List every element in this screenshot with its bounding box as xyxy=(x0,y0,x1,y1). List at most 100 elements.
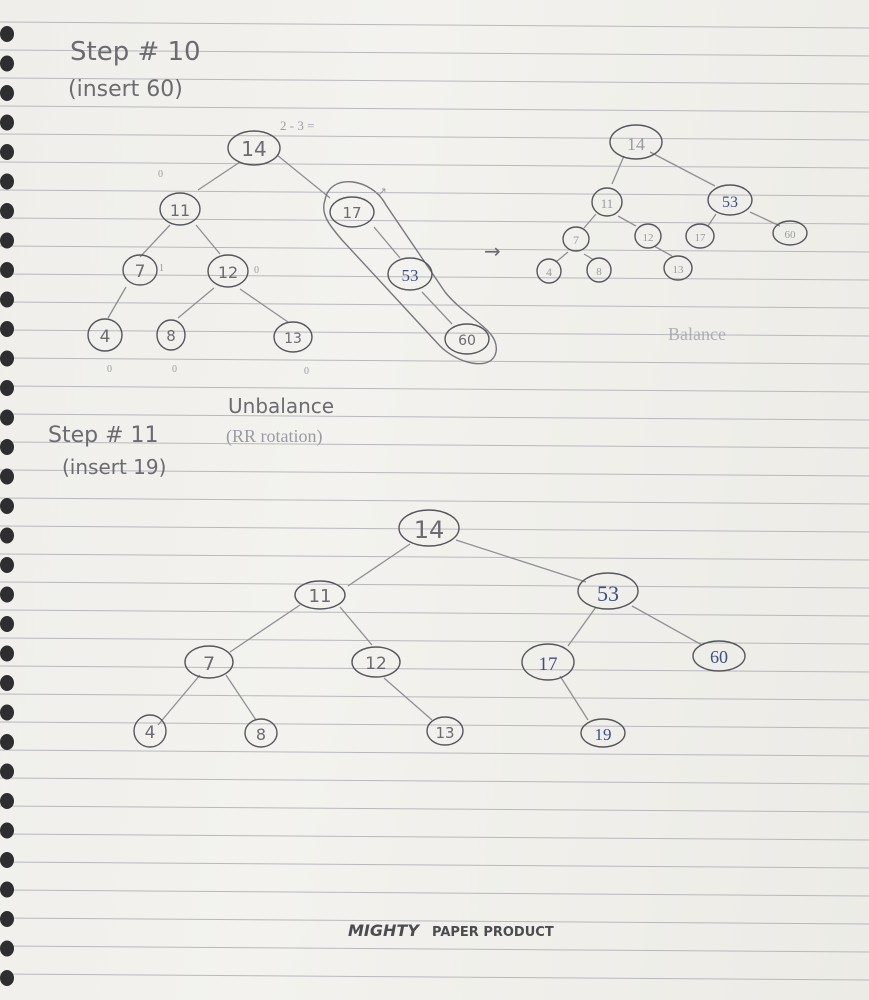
rule-line xyxy=(0,609,869,617)
rule-line xyxy=(0,581,869,589)
node-label: 14 xyxy=(241,137,266,161)
balanced-tree-node: 60 xyxy=(772,220,808,246)
node-label: 11 xyxy=(601,196,614,211)
node-label: 8 xyxy=(166,327,176,345)
node-label: 7 xyxy=(203,653,215,675)
spiral-binding xyxy=(0,26,14,986)
node-label: 60 xyxy=(785,229,797,241)
node-label: 12 xyxy=(218,263,238,282)
rule-line xyxy=(0,637,869,645)
spiral-ring xyxy=(0,527,14,544)
node-label: 53 xyxy=(597,581,619,606)
node-label: 60 xyxy=(710,647,728,667)
node-label: 4 xyxy=(100,327,111,347)
balance-factor: 1 xyxy=(159,263,164,274)
node-label: 7 xyxy=(573,233,579,247)
rotation-loop xyxy=(323,180,497,365)
spiral-ring xyxy=(0,881,14,898)
step11-tree-node: 19 xyxy=(580,718,626,748)
rule-line xyxy=(0,889,869,897)
spiral-ring xyxy=(0,262,14,278)
spiral-ring xyxy=(0,586,14,603)
node-label: 4 xyxy=(546,265,552,279)
balance-factor: 0 xyxy=(107,364,112,375)
step11-tree-node: 4 xyxy=(133,714,167,748)
spiral-ring xyxy=(0,911,14,927)
spiral-ring xyxy=(0,793,14,809)
spiral-ring xyxy=(0,380,14,396)
rule-line xyxy=(0,833,869,841)
spiral-ring xyxy=(0,675,14,691)
node-label: 14 xyxy=(414,516,445,544)
balance-factor: 0 xyxy=(158,169,163,180)
transform-arrow: → xyxy=(484,239,501,263)
spiral-ring xyxy=(0,232,14,249)
rule-line xyxy=(0,357,869,365)
unbalanced-tree-node: 8 xyxy=(156,319,186,351)
unbalanced-tree-node: 11 xyxy=(159,192,201,226)
step11-tree-node: 60 xyxy=(692,640,746,672)
spiral-ring xyxy=(0,498,14,514)
rule-line xyxy=(0,917,869,925)
unbalanced-tree-node: 60 xyxy=(444,323,490,355)
step11-tree-node: 7 xyxy=(184,645,234,679)
spiral-ring xyxy=(0,26,14,42)
rule-line xyxy=(0,973,869,981)
spiral-ring xyxy=(0,970,14,986)
node-label: 12 xyxy=(643,232,654,244)
node-label: 19 xyxy=(595,725,612,744)
step11-tree-edges xyxy=(157,539,703,726)
rule-line xyxy=(0,385,869,393)
node-label: 8 xyxy=(596,266,602,278)
node-label: 53 xyxy=(402,266,419,285)
rule-line xyxy=(0,133,869,141)
brand-rest: PAPER PRODUCT xyxy=(432,925,554,940)
step11-tree-node: 11 xyxy=(294,580,346,610)
balanced-tree-edges xyxy=(555,151,781,263)
balance-factor: 0 xyxy=(172,364,177,375)
node-label: 60 xyxy=(458,333,476,349)
node-label: 17 xyxy=(539,654,558,675)
step11-tree-node: 12 xyxy=(351,646,401,678)
node-label: 17 xyxy=(342,204,361,222)
balanced-tree-node: 12 xyxy=(634,223,662,249)
rule-line xyxy=(0,189,869,197)
spiral-ring xyxy=(0,409,14,426)
node-label: 53 xyxy=(722,194,738,211)
balance-calculation: 2 - 3 = xyxy=(280,118,314,133)
rule-line xyxy=(0,77,869,85)
rule-line xyxy=(0,441,869,449)
node-label: 13 xyxy=(284,331,302,347)
spiral-ring xyxy=(0,645,14,662)
balance-factors: 0 1 0 0 0 0 xyxy=(107,169,309,377)
rule-line xyxy=(0,553,869,561)
spiral-ring xyxy=(0,321,14,337)
spiral-ring xyxy=(0,468,14,485)
rule-line xyxy=(0,945,869,953)
spiral-ring xyxy=(0,734,14,750)
paper-brand: MIGHTY PAPER PRODUCT xyxy=(348,921,554,940)
spiral-ring xyxy=(0,940,14,957)
node-label: 12 xyxy=(365,654,387,674)
node-label: 11 xyxy=(170,201,190,220)
rule-line xyxy=(0,777,869,785)
step11-tree-node: 8 xyxy=(244,718,278,748)
unbalance-note: Unbalance xyxy=(228,394,334,418)
spiral-ring xyxy=(0,439,14,455)
node-label: 14 xyxy=(627,134,645,154)
step11-tree-node: 13 xyxy=(426,716,464,746)
spiral-ring xyxy=(0,203,14,219)
rule-line xyxy=(0,749,869,757)
spiral-ring xyxy=(0,763,14,780)
rule-line xyxy=(0,49,869,57)
unbalanced-tree-node: 53 xyxy=(387,257,433,291)
spiral-ring xyxy=(0,85,14,101)
spiral-ring xyxy=(0,144,14,160)
node-label: 8 xyxy=(256,725,266,744)
spiral-ring xyxy=(0,350,14,367)
rule-line xyxy=(0,525,869,533)
balanced-tree-node: 8 xyxy=(586,257,612,283)
unbalanced-tree-node: 14 xyxy=(227,130,281,166)
